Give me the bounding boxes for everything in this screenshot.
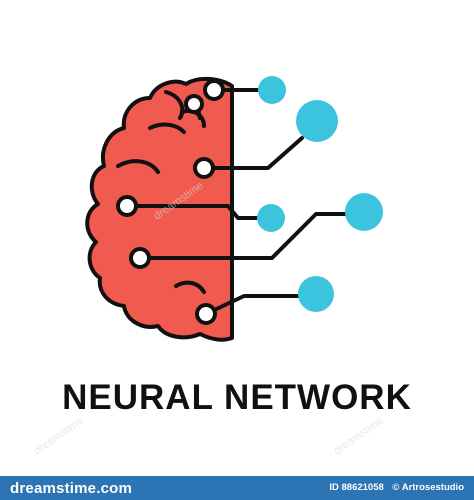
connector-node-3 — [193, 157, 215, 179]
brain-fold-1 — [148, 122, 186, 134]
watermark-text: dreamstime — [331, 414, 386, 458]
brand-left: dreams — [10, 480, 65, 497]
image-title: NEURAL NETWORK — [62, 378, 412, 417]
brain-shape — [85, 77, 234, 342]
image-id: ID 88621058 — [329, 482, 384, 493]
output-node-2 — [296, 100, 338, 142]
connector-node-2 — [184, 94, 204, 114]
brand-right: time.com — [64, 480, 133, 497]
brain-fold-3 — [164, 90, 185, 120]
circuit-line-5 — [204, 294, 308, 316]
brain-fold-2 — [116, 159, 160, 174]
output-node-1 — [258, 76, 286, 104]
circuit-line-4 — [138, 212, 354, 260]
output-node-4 — [345, 193, 383, 231]
connector-node-5 — [129, 247, 151, 269]
image-author: © Artrosestudio — [392, 482, 464, 493]
circuit-line-2 — [202, 136, 304, 170]
output-node-3 — [257, 204, 285, 232]
stock-site-logo[interactable]: dreamstime.com — [10, 480, 132, 497]
watermark-text: dreamstime — [31, 414, 86, 458]
connector-node-6 — [195, 303, 217, 325]
connector-node-4 — [116, 195, 138, 217]
connector-node-1 — [203, 79, 225, 101]
neural-network-icon — [85, 76, 383, 342]
stock-footer-bar: dreamstime.com ID 88621058 © Artrosestud… — [0, 476, 474, 500]
output-node-5 — [298, 276, 334, 312]
brain-fold-4 — [174, 280, 206, 294]
image-credit: ID 88621058 © Artrosestudio — [323, 482, 464, 493]
circuit-line-3 — [125, 204, 266, 220]
